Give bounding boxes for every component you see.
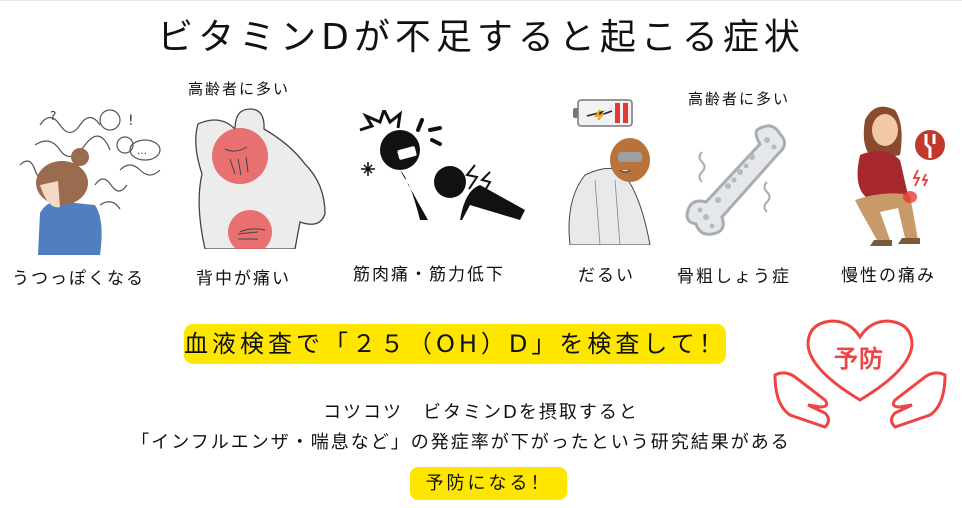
low-battery-icon [573,99,633,127]
svg-text:…: … [137,146,147,157]
symptom-muscle-pain: 筋肉痛・筋力低下 [345,110,545,285]
prevention-cta: 予防になる！ [410,467,567,500]
symptom-label: 慢性の痛み [841,266,936,286]
symptom-label: 背中が痛い [196,269,291,289]
blood-test-banner: 血液検査で「２５（OH）D」を検査して！ [184,324,726,364]
symptom-label: 骨粗しょう症 [677,267,791,287]
prevention-badge: 予防 [770,315,950,435]
symptom-fatigue: だるい [560,98,665,286]
heart-in-hands-icon [773,319,947,429]
top-border [0,0,962,1]
svg-text:!: ! [128,113,134,129]
muscle-pain-pictogram-icon [359,110,525,220]
prevention-badge-text: 予防 [834,345,884,373]
intake-text-line1: コツコツ ビタミンDを摂取すると [323,402,639,423]
back-pain-icon [195,108,326,249]
symptom-back-pain: 高齢者に多い 背中が痛い [180,78,330,289]
symptom-depression: … ! ? うつっぽくなる [0,80,170,289]
intake-text-line2: 「インフルエンザ・喘息など」の発症率が下がったという研究結果がある [131,432,791,453]
symptom-osteoporosis: 高齢者に多い 骨粗しょう症 [672,88,822,287]
depressed-woman-icon: … ! ? [19,109,161,255]
svg-text:?: ? [50,109,56,123]
osteoporosis-bone-icon [685,124,786,236]
symptom-label: だるい [578,266,635,286]
chronic-knee-pain-icon [855,106,947,246]
symptom-label: 筋肉痛・筋力低下 [353,265,505,285]
symptom-chronic-pain: 慢性の痛み [835,100,962,286]
page-title: ビタミンDが不足すると起こる症状 [157,17,805,58]
symptom-note: 高齢者に多い [188,80,291,98]
symptom-note: 高齢者に多い [688,90,791,108]
fatigue-man-icon [568,138,651,245]
symptom-label: うつっぽくなる [12,269,145,289]
